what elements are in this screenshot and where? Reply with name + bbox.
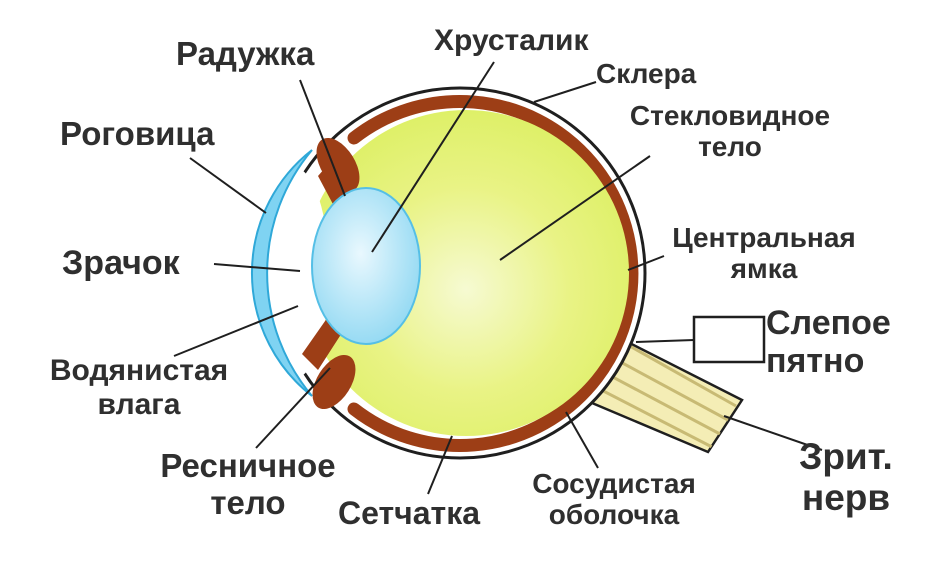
label-choroid: Сосудистая оболочка — [532, 468, 696, 531]
aqueous-humor-chamber — [261, 168, 329, 378]
label-sclera: Склера — [596, 58, 697, 89]
pointer-line-aqueous — [173, 305, 299, 357]
ciliary-body-lower — [312, 355, 356, 409]
lens — [311, 187, 421, 345]
label-aqueous-humor: Водянистая влага — [49, 354, 229, 421]
pointer-line-retina — [427, 435, 453, 495]
pointer-line-pupil — [213, 263, 301, 272]
label-fovea: Центральная ямка — [672, 222, 856, 285]
cornea — [250, 149, 313, 397]
label-iris: Радужка — [176, 35, 315, 72]
pointer-line-fovea — [627, 255, 665, 271]
label-optic-nerve: Зрит. нерв — [799, 436, 893, 519]
pointer-line-vitreous — [499, 155, 651, 261]
pointer-line-optic-nerve — [723, 415, 823, 451]
label-retina: Сетчатка — [338, 495, 481, 531]
label-cornea: Роговица — [60, 115, 215, 152]
label-pupil: Зрачок — [62, 244, 180, 282]
pointer-line-cornea — [189, 157, 267, 214]
blind-spot-box — [692, 315, 766, 364]
pointer-line-lens — [371, 61, 495, 253]
label-blind-spot: Слепое пятно — [766, 304, 891, 381]
choroid-layer — [347, 95, 639, 452]
label-lens: Хрусталик — [434, 24, 589, 57]
pointer-line-blind-spot — [635, 339, 695, 343]
pointer-line-iris — [299, 79, 346, 197]
pointer-line-sclera — [533, 81, 597, 103]
pointer-line-choroid — [565, 411, 599, 469]
nerve-stripe — [611, 334, 737, 408]
pointer-line-ciliary — [255, 367, 331, 449]
label-ciliary-body: Ресничное тело — [160, 447, 336, 521]
label-vitreous-body: Стекловидное тело — [629, 100, 831, 163]
